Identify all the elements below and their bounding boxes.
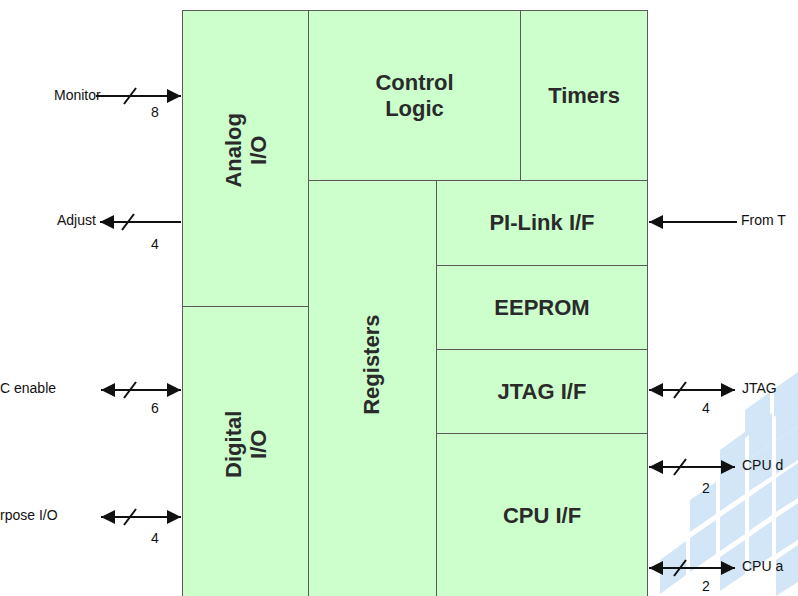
block-name: CPU I/F <box>503 503 581 528</box>
signal-name: CPU d <box>742 457 783 473</box>
bus-width: 4 <box>151 530 159 546</box>
bus-width: 4 <box>702 400 710 416</box>
bus-width: 2 <box>702 578 710 594</box>
block-name: EEPROM <box>494 295 589 320</box>
watermark <box>660 372 798 596</box>
function-block: Registers <box>308 180 437 596</box>
function-block: Digital I/O <box>182 306 309 596</box>
block-name: PI-Link I/F <box>489 210 594 235</box>
signal-name: JTAG <box>742 380 777 396</box>
bus-width: 6 <box>151 400 159 416</box>
block-name: Digital I/O <box>220 399 271 489</box>
function-block: JTAG I/F <box>436 349 648 434</box>
bus-width: 4 <box>151 236 159 252</box>
block-name: Analog I/O <box>220 106 271 196</box>
function-block: Timers <box>520 10 648 181</box>
bus-width: 8 <box>151 104 159 120</box>
function-block: CPU I/F <box>436 433 648 596</box>
block-name: Timers <box>548 83 620 108</box>
bus-width: 2 <box>702 480 710 496</box>
signal-name: CPU a <box>742 558 783 574</box>
signal-name: C enable <box>0 380 56 396</box>
function-block: Control Logic <box>308 10 521 181</box>
block-name: JTAG I/F <box>498 379 587 404</box>
signal-name: Adjust <box>57 212 96 228</box>
signal-name: From T <box>741 212 786 228</box>
signal-name: Monitor <box>54 87 101 103</box>
signal-name: rpose I/O <box>0 507 58 523</box>
function-block: EEPROM <box>436 265 648 350</box>
block-name: Control Logic <box>360 70 470 121</box>
block-name: Registers <box>360 315 385 415</box>
function-block: PI-Link I/F <box>436 180 648 266</box>
function-block: Analog I/O <box>182 10 309 307</box>
